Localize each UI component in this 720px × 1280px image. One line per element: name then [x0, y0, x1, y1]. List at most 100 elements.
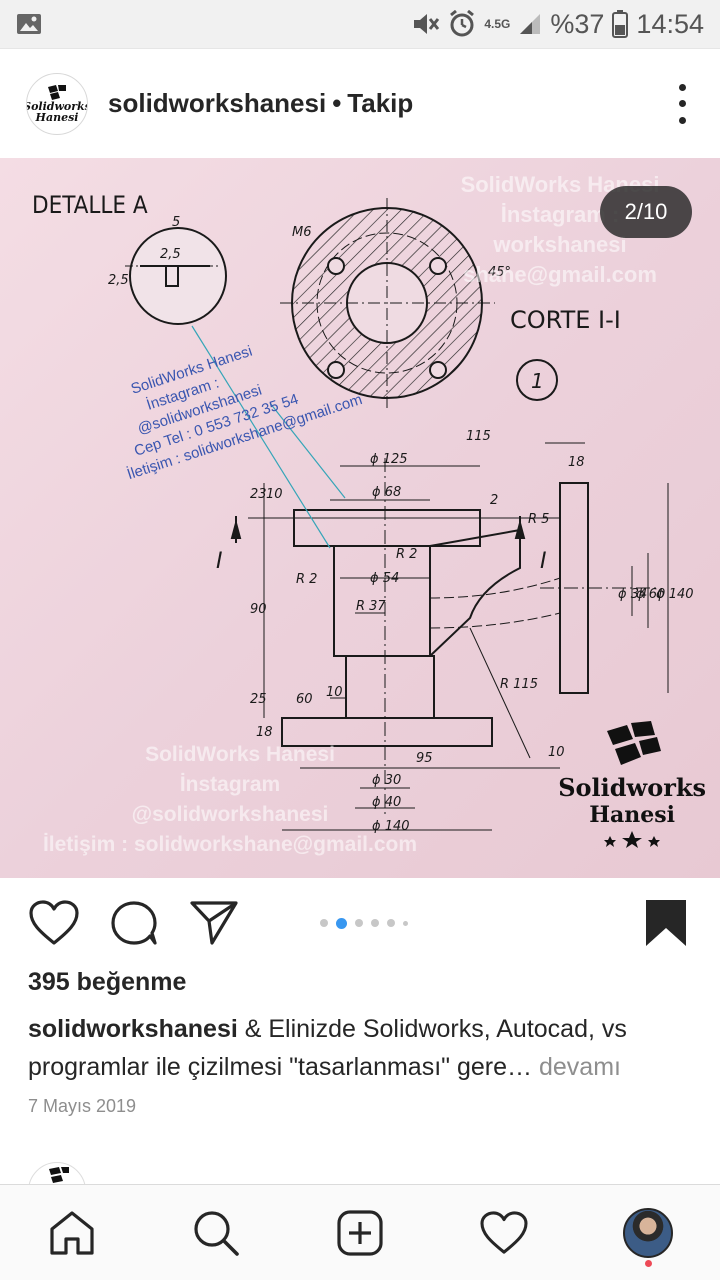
- dim-90: 90: [250, 602, 267, 617]
- dim-r2-b: R 2: [296, 572, 317, 587]
- dim-23: 23: [250, 487, 267, 502]
- follow-button[interactable]: Takip: [347, 88, 414, 118]
- wm-bottom-line: İnstagram: [179, 773, 281, 796]
- carousel-indicator: [320, 878, 408, 968]
- page-counter: 2/10: [600, 186, 692, 238]
- dim-30: ϕ 30: [372, 773, 401, 788]
- wm-bottom-line: SolidWorks Hanesi: [145, 743, 335, 766]
- status-bar: 4.5G %37 14:54: [0, 0, 720, 48]
- dim-2: 2: [490, 493, 498, 508]
- like-button[interactable]: [28, 897, 80, 949]
- nav-profile[interactable]: [618, 1203, 678, 1267]
- status-left: [16, 13, 42, 35]
- mute-icon: [414, 14, 440, 34]
- carousel-dot: [320, 919, 328, 927]
- more-dot-icon: [678, 100, 686, 107]
- dim-18: 18: [568, 455, 585, 470]
- separator-dot: •: [332, 88, 342, 118]
- battery-icon: [612, 10, 629, 38]
- caption-text: & Elinizde Solidworks, Autocad, vs progr…: [28, 1015, 627, 1081]
- more-dot-icon: [678, 83, 686, 91]
- signal-icon: [520, 14, 541, 34]
- alarm-icon: [450, 10, 475, 37]
- add-post-icon: [337, 1209, 383, 1256]
- wm-bottom-line: @solidworkshanesi: [131, 803, 329, 826]
- dim-2-5-a: 2,5: [160, 247, 181, 262]
- wm-top-line: shane@gmail.com: [463, 262, 657, 287]
- post-image[interactable]: DETALLE A CORTE I-I 1 M6 45° 5 2,5 2,5 1…: [0, 158, 720, 878]
- nav-search[interactable]: [186, 1203, 246, 1263]
- search-icon: [194, 1210, 239, 1256]
- nav-activity[interactable]: [474, 1203, 534, 1263]
- detail-label: DETALLE A: [32, 191, 148, 219]
- thread-label: M6: [292, 225, 312, 240]
- caption-more-link[interactable]: devamı: [532, 1053, 621, 1081]
- section-mark-right: I: [540, 549, 547, 574]
- heart-icon: [29, 900, 79, 945]
- share-button[interactable]: [188, 897, 240, 949]
- post-avatar[interactable]: Solidworks Hanesi: [26, 72, 88, 135]
- part-number: 1: [531, 369, 544, 393]
- dim-34: ϕ 34: [618, 587, 647, 602]
- network-type: 4.5G: [484, 17, 511, 31]
- send-icon: [190, 901, 238, 945]
- nav-home[interactable]: [42, 1203, 102, 1263]
- save-button[interactable]: [640, 897, 692, 949]
- gallery-notification-icon: [17, 14, 41, 34]
- post-date: 7 Mayıs 2019: [28, 1096, 137, 1116]
- carousel-dot: [355, 919, 363, 927]
- logo-line-1: Solidworks: [558, 773, 706, 802]
- comment-icon: [111, 901, 157, 945]
- wm-top-line: workshanesi: [493, 232, 627, 257]
- profile-icon: [623, 1207, 673, 1258]
- dim-125: ϕ 125: [370, 452, 408, 467]
- dim-r2-a: R 2: [396, 547, 417, 562]
- dim-r115: R 115: [500, 677, 538, 692]
- dim-5: 5: [172, 215, 180, 230]
- carousel-dot: [371, 919, 379, 927]
- carousel-dot: [403, 920, 408, 926]
- activity-heart-icon: [480, 1210, 528, 1254]
- dim-10-a: 10: [266, 487, 283, 502]
- post-header: Solidworks Hanesi solidworkshanesi • Tak…: [0, 48, 720, 158]
- likes-count[interactable]: 395 beğenme: [28, 968, 187, 996]
- logo-grid-icon: [48, 84, 66, 100]
- more-options-button[interactable]: [670, 83, 694, 124]
- dim-115: 115: [466, 429, 491, 444]
- bookmark-icon: [646, 900, 686, 946]
- watermark-bottom: SolidWorks Hanesi İnstagram @solidworksh…: [0, 740, 460, 860]
- dim-r37: R 37: [356, 599, 386, 614]
- post-actions: [0, 878, 720, 968]
- technical-drawing: DETALLE A CORTE I-I 1 M6 45° 5 2,5 2,5 1…: [32, 191, 694, 834]
- logo-grid-icon: [607, 721, 662, 765]
- avatar-text-1: Solidworks: [26, 99, 88, 113]
- nav-new-post[interactable]: [330, 1203, 390, 1263]
- logo-line-2: Hanesi: [589, 802, 675, 828]
- more-dot-icon: [678, 116, 686, 124]
- stars-icon: [604, 831, 661, 848]
- dim-54: ϕ 54: [370, 571, 399, 586]
- carousel-dot-active: [336, 917, 347, 929]
- dim-10-b: 10: [326, 685, 343, 700]
- dim-10-c: 10: [548, 745, 565, 760]
- comment-button[interactable]: [108, 897, 160, 949]
- caption-username[interactable]: solidworkshanesi: [28, 1015, 238, 1043]
- dim-140: ϕ 140: [372, 819, 410, 834]
- dim-25: 25: [250, 692, 267, 707]
- username-link[interactable]: solidworkshanesi: [108, 88, 327, 118]
- home-icon: [50, 1210, 94, 1255]
- battery-percent: %37: [550, 8, 605, 39]
- section-label: CORTE I-I: [510, 306, 621, 334]
- dim-18-b: 18: [256, 725, 273, 740]
- dim-r5: R 5: [528, 512, 549, 527]
- caption: solidworkshanesi & Elinizde Solidworks, …: [28, 1010, 692, 1086]
- dim-95: 95: [416, 751, 433, 766]
- wm-top-line: İnstagram :: [500, 202, 620, 227]
- angle-label: 45°: [488, 265, 511, 280]
- clock: 14:54: [636, 8, 704, 39]
- logo-grid-icon: [49, 1167, 69, 1183]
- header-user-line: solidworkshanesi • Takip: [108, 88, 413, 119]
- dim-40: ϕ 40: [372, 795, 401, 810]
- brand-logo: Solidworks Hanesi: [558, 721, 706, 848]
- dim-140-r: ϕ 140: [656, 587, 694, 602]
